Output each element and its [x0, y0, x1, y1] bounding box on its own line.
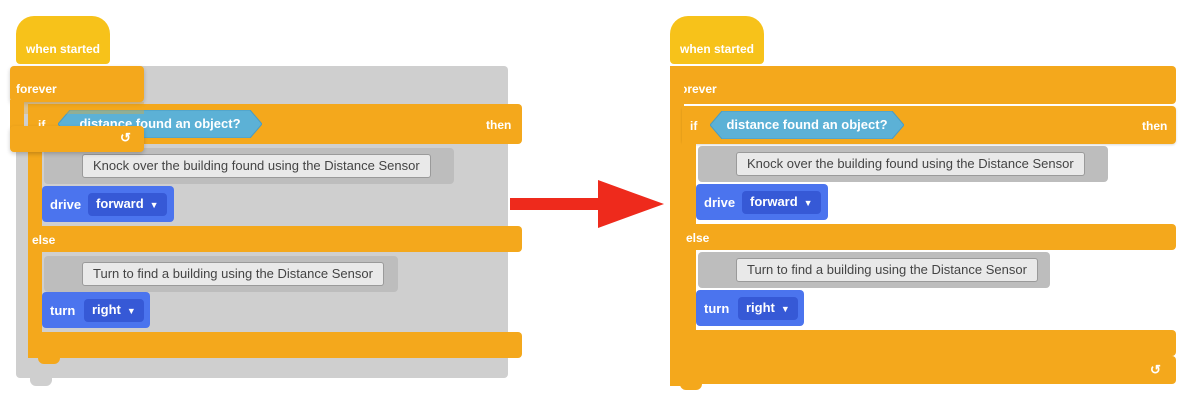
turn-block[interactable]: turn right ▼ — [42, 292, 150, 328]
forever-top-bar — [670, 66, 1176, 104]
condition-distance-found[interactable]: distance found an object? — [710, 111, 904, 139]
else-bar — [28, 226, 522, 252]
hat-label: when started — [25, 42, 100, 56]
turn-direction-value: right — [92, 302, 121, 317]
comment-text-2[interactable]: Turn to find a building using the Distan… — [736, 258, 1038, 282]
caret-down-icon: ▼ — [126, 306, 136, 316]
when-started-block[interactable]: when started — [16, 16, 110, 64]
drive-block[interactable]: drive forward ▼ — [696, 184, 828, 220]
forever-inner-slot — [24, 102, 144, 114]
when-started-block[interactable]: when started — [670, 16, 764, 64]
forever-block[interactable]: forever ↺ else if then distance found an… — [670, 66, 1176, 390]
drive-direction-value: forward — [750, 194, 798, 209]
turn-label: turn — [50, 303, 76, 318]
then-label: then — [1142, 119, 1168, 133]
else-label: else — [686, 231, 710, 245]
forever-bottom-notch — [680, 382, 702, 390]
if-else-block[interactable]: else if then distance found an object? K… — [682, 106, 1176, 356]
turn-direction-value: right — [746, 300, 775, 315]
comment-block-2[interactable]: Turn to find a building using the Distan… — [44, 256, 398, 292]
drive-direction-value: forward — [96, 196, 144, 211]
if-bottom-bar — [682, 330, 1176, 356]
drive-label: drive — [704, 195, 736, 210]
if-label: if — [690, 119, 698, 133]
turn-label: turn — [704, 301, 730, 316]
forever-left-rail — [670, 66, 684, 386]
comment-block-1[interactable]: Knock over the building found using the … — [44, 148, 454, 184]
ghost-bottom-notch — [30, 376, 52, 386]
turn-direction-dropdown[interactable]: right ▼ — [738, 297, 798, 320]
forever-block-dragged[interactable]: forever ↺ — [10, 66, 144, 156]
hat-label: when started — [679, 42, 754, 56]
turn-direction-dropdown[interactable]: right ▼ — [84, 299, 144, 322]
forever-bottom-bar — [670, 356, 1176, 384]
caret-down-icon: ▼ — [149, 200, 159, 210]
loop-arrow-icon: ↺ — [1150, 362, 1161, 377]
drive-direction-dropdown[interactable]: forward ▼ — [88, 193, 167, 216]
comment-block-2[interactable]: Turn to find a building using the Distan… — [698, 252, 1050, 288]
condition-label: distance found an object? — [726, 117, 888, 132]
forever-top-bar — [10, 66, 144, 102]
caret-down-icon: ▼ — [803, 198, 813, 208]
then-label: then — [486, 118, 512, 132]
comment-text-1[interactable]: Knock over the building found using the … — [82, 154, 431, 178]
if-else-block[interactable]: else then distance found an object? Knoc… — [28, 104, 522, 364]
loop-arrow-icon: ↺ — [120, 130, 131, 145]
comment-block-1[interactable]: Knock over the building found using the … — [698, 146, 1108, 182]
else-bar — [682, 224, 1176, 250]
hexagon-shape — [710, 111, 904, 139]
right-workspace: when started forever ↺ else if then dist… — [640, 0, 1200, 404]
turn-block[interactable]: turn right ▼ — [696, 290, 804, 326]
comment-text-1[interactable]: Knock over the building found using the … — [736, 152, 1085, 176]
drive-label: drive — [50, 197, 82, 212]
caret-down-icon: ▼ — [780, 304, 790, 314]
drive-block[interactable]: drive forward ▼ — [42, 186, 174, 222]
right-arrow-icon — [510, 180, 664, 228]
left-workspace: when started else then distance found an… — [0, 0, 560, 404]
if-label: if — [38, 118, 46, 132]
if-bottom-bar — [28, 332, 522, 358]
comment-text-2[interactable]: Turn to find a building using the Distan… — [82, 262, 384, 286]
else-label: else — [32, 233, 56, 247]
forever-bottom-bar — [10, 126, 144, 152]
drive-direction-dropdown[interactable]: forward ▼ — [742, 191, 821, 214]
forever-label: forever — [16, 82, 57, 96]
forever-label: forever — [676, 82, 717, 96]
if-bottom-notch — [38, 356, 60, 364]
